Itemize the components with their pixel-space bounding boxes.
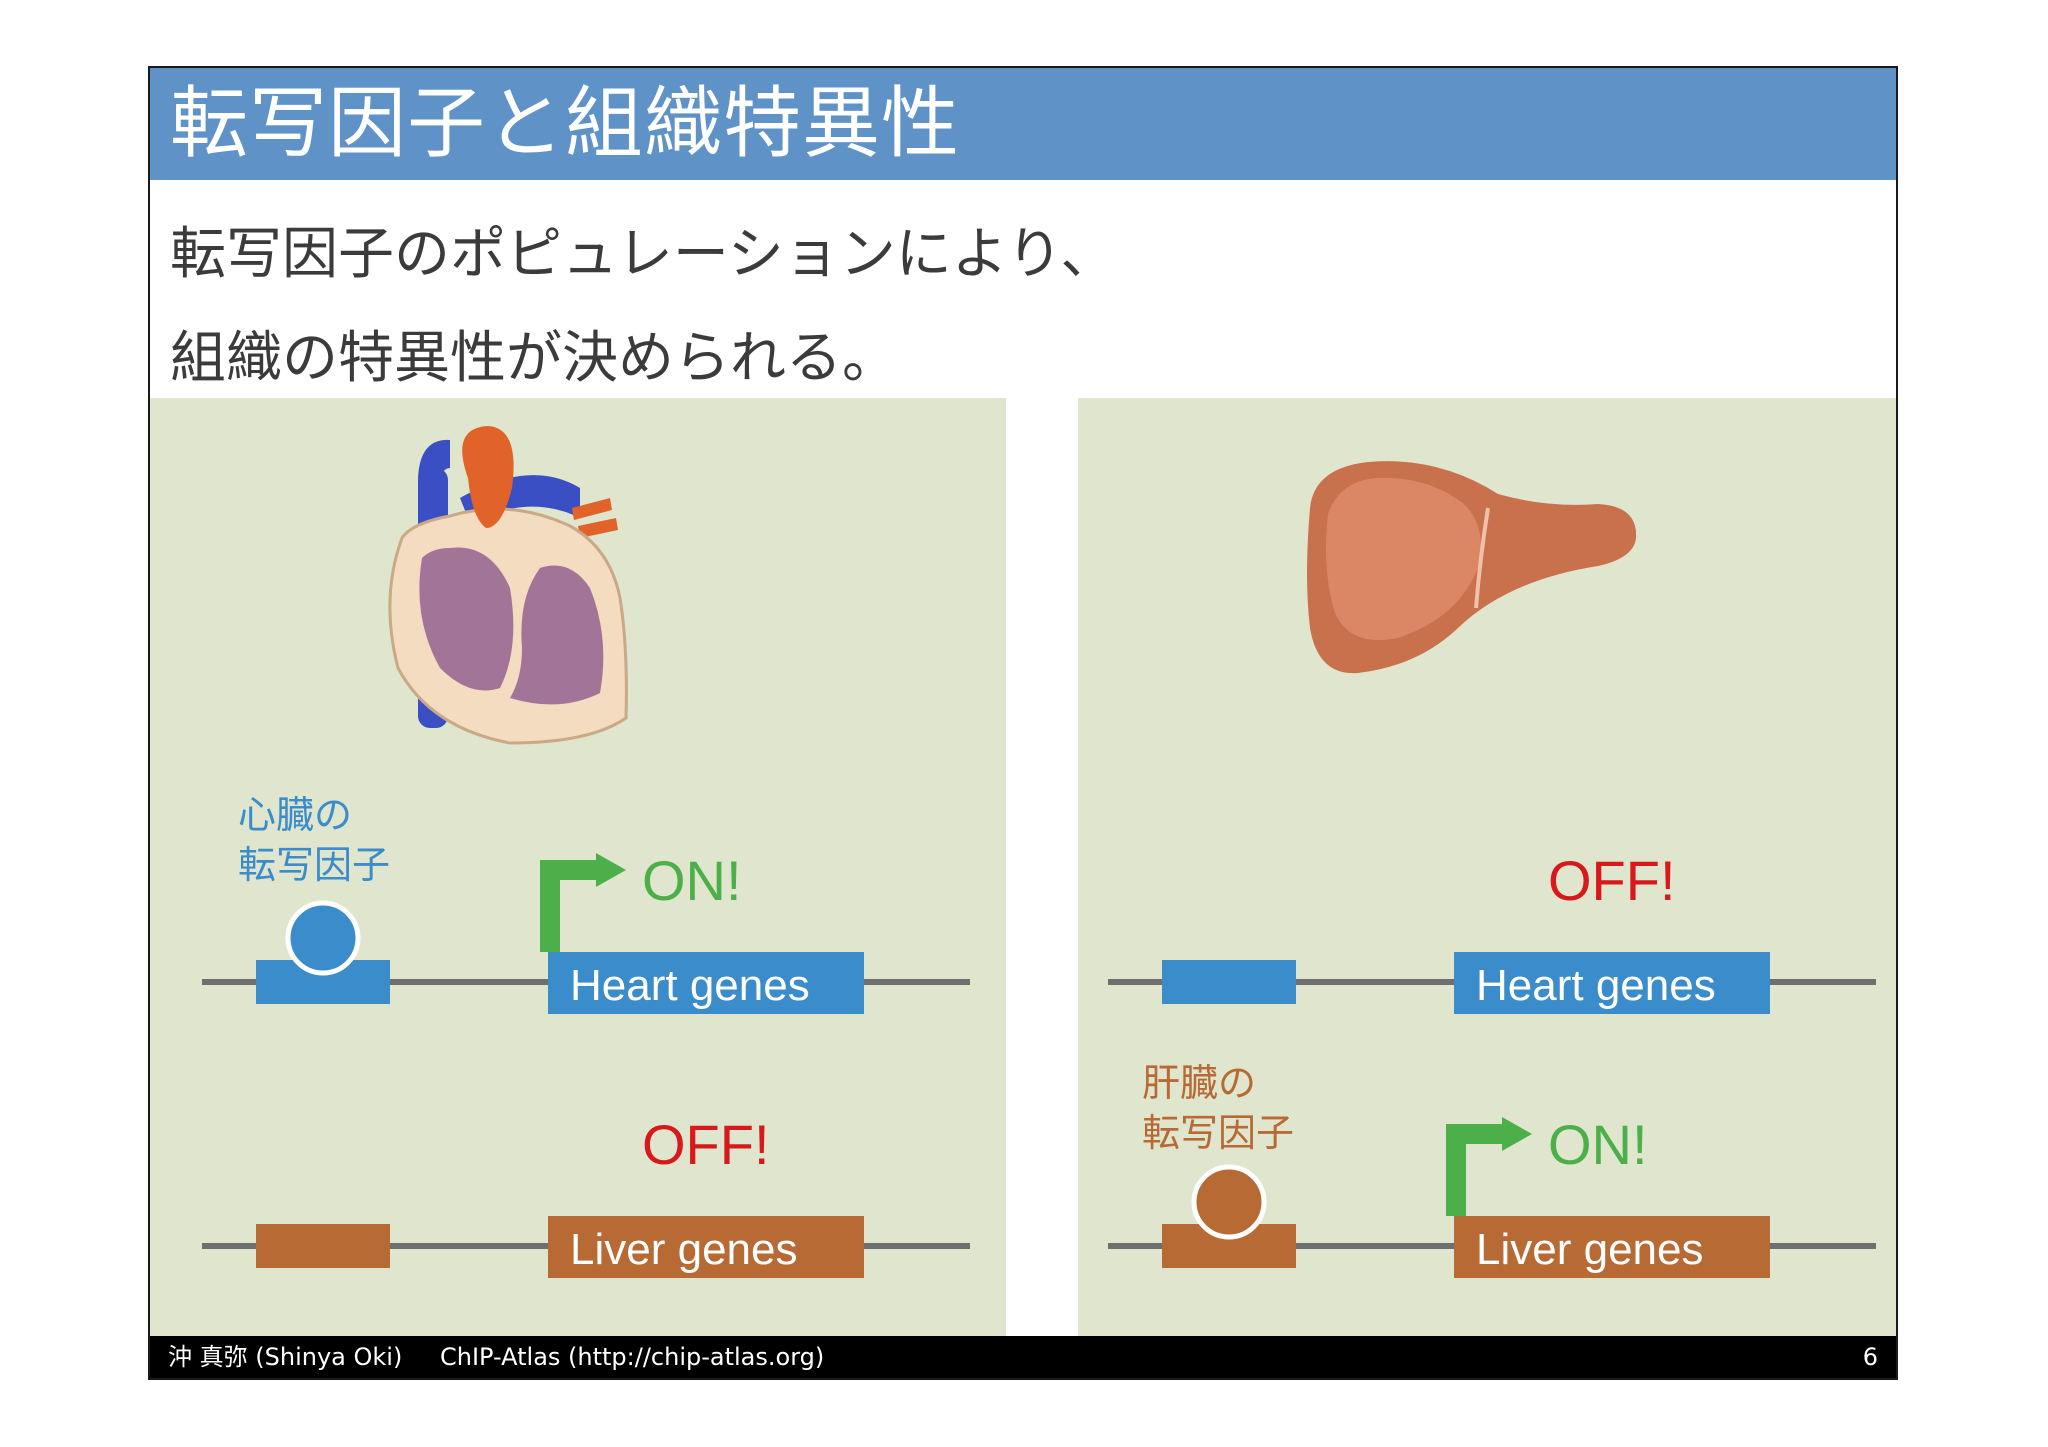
footer: 沖 真弥 (Shinya Oki) ChIP-Atlas (http://chi…: [150, 1336, 1896, 1378]
liver-genes-label: Liver genes: [570, 1225, 797, 1274]
slide-title: 転写因子と組織特異性: [170, 79, 961, 169]
heart-genes-box: [548, 952, 864, 1014]
liver-genes-box: [548, 1216, 864, 1278]
liver-tf-label: 肝臓の 転写因子: [1142, 1061, 1295, 1155]
footer-author: 沖 真弥 (Shinya Oki): [168, 1343, 403, 1371]
heart-illustration: [388, 426, 628, 745]
footer-site: ChIP-Atlas (http://chip-atlas.org): [440, 1343, 825, 1371]
liver-genes-status: ON!: [1548, 1113, 1648, 1176]
heart-genes-box: [1454, 952, 1770, 1014]
liver-illustration: [1307, 461, 1637, 674]
heart-panel: Heart genes ON! Liver genes OFF! 心臓の 転写因…: [150, 398, 1006, 1338]
heart-genes-label: Heart genes: [570, 961, 810, 1010]
liver-panel: Heart genes OFF! Liver genes ON! 肝臓の 転写因…: [1078, 398, 1896, 1338]
slide: 転写因子と組織特異性 転写因子のポピュレーションにより、 組織の特異性が決められ…: [148, 66, 1898, 1380]
body-line-1: 転写因子のポピュレーションにより、: [170, 222, 1117, 287]
body-line-2: 組織の特異性が決められる。: [170, 326, 898, 391]
liver-genes-box: [1454, 1216, 1770, 1278]
heart-genes-status: ON!: [642, 849, 742, 912]
heart-genes-status: OFF!: [1548, 849, 1676, 912]
liver-transcription-factor: [1191, 1164, 1267, 1240]
promoter-arrow-on: [1446, 1124, 1504, 1216]
binding-site-liver: [256, 1224, 390, 1268]
liver-genes-status: OFF!: [642, 1113, 770, 1176]
heart-genes-label: Heart genes: [1476, 961, 1716, 1010]
heart-tf-label: 心臓の 転写因子: [238, 793, 391, 887]
liver-genes-label: Liver genes: [1476, 1225, 1703, 1274]
binding-site-heart: [1162, 960, 1296, 1004]
page-number: 6: [1862, 1343, 1878, 1371]
heart-transcription-factor: [285, 900, 361, 976]
title-bar: 転写因子と組織特異性: [150, 68, 1896, 180]
promoter-arrow-on: [540, 860, 598, 952]
